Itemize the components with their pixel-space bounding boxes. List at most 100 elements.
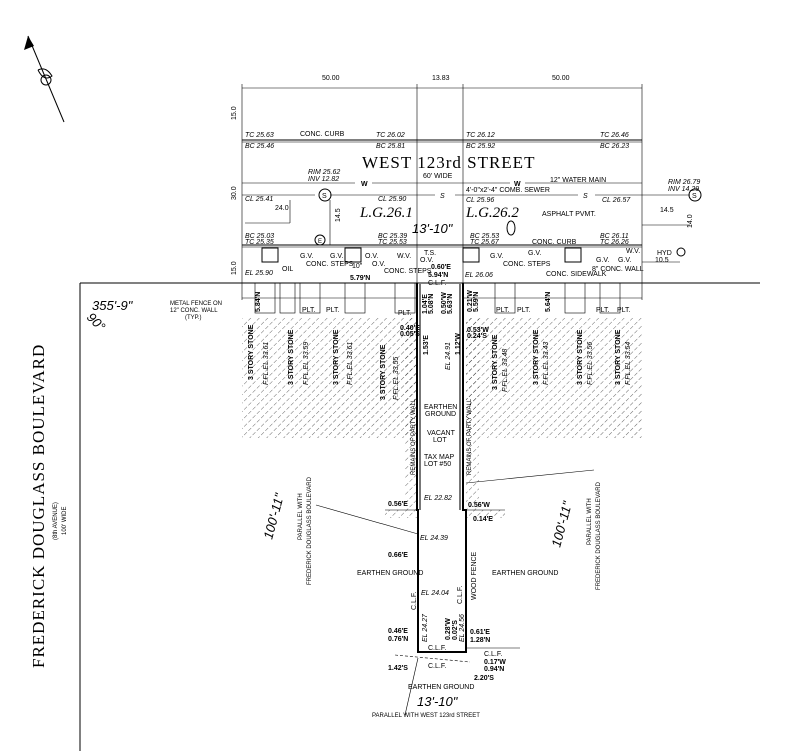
drawing-label: PLT. — [517, 307, 531, 314]
building-labels: 3 STORY STONE F.FL.EL 33.61 3 STORY STON… — [248, 324, 632, 400]
drawing-label: PARALLEL WITH WEST 123rd STREET — [372, 713, 480, 719]
drawing-label: PLT. — [496, 307, 510, 314]
drawing-label: CONC. CURB — [532, 239, 577, 246]
drawing-label: 0.50'W — [441, 292, 448, 314]
drawing-label: 0.02'S — [452, 620, 459, 640]
drawing-label: 0.61'E — [470, 629, 490, 636]
drawing-label: 10" — [352, 263, 363, 270]
drawing-label: 355'-9" — [92, 298, 134, 313]
drawing-label: 3 STORY STONE — [492, 334, 499, 390]
drawing-label: REMAINS OF PARTY WALL — [467, 398, 473, 475]
drawing-label: METAL FENCE ON — [170, 301, 222, 307]
drawing-label: 1.12'W — [455, 333, 462, 355]
drawing-label: CONC. STEPS — [503, 261, 551, 268]
drawing-label: BC 25.03 — [245, 233, 274, 240]
drawing-label: RIM 26.79 — [668, 179, 700, 186]
drawing-label: C.L.F. — [457, 586, 464, 604]
drawing-label: F.FL.EL 33.48 — [502, 349, 509, 392]
drawing-label: PARALLEL WITH — [587, 498, 593, 545]
drawing-label: G.V. — [300, 253, 313, 260]
drawing-label: F.FL.EL 33.54 — [625, 342, 632, 385]
drawing-label: W — [361, 181, 368, 188]
drawing-label: VACANT — [427, 430, 456, 437]
drawing-label: CONC. STEPS — [306, 261, 354, 268]
drawing-label: 0.14'E — [473, 516, 493, 523]
drawing-label: WOOD FENCE — [471, 551, 478, 600]
drawing-label: BC 25.46 — [245, 143, 274, 150]
drawing-label: O.V. — [365, 253, 378, 260]
drawing-label: 60' WIDE — [423, 173, 453, 180]
drawing-label: 4'-0"x2'-4" COMB. SEWER — [466, 187, 550, 194]
drawing-label: PLT. — [617, 307, 631, 314]
drawing-label: 0.28'W — [445, 618, 452, 640]
drawing-label: S — [692, 193, 697, 200]
drawing-label: TC 25.63 — [245, 132, 274, 139]
drawing-label: PLT. — [398, 310, 412, 317]
drawing-label: CL 25.41 — [245, 196, 273, 203]
drawing-label: BC 25.53 — [470, 233, 499, 240]
drawing-label: F.FL.EL 33.56 — [587, 342, 594, 385]
avenue-name: FREDERICK DOUGLASS BOULEVARD — [29, 344, 48, 668]
drawing-label: 3 STORY STONE — [380, 344, 387, 400]
drawing-label: F.FL.EL 33.59 — [303, 342, 310, 385]
drawing-label: EL 24.91 — [445, 342, 452, 370]
drawing-label: BC 25.39 — [378, 233, 407, 240]
drawing-label: G.V. — [528, 250, 541, 257]
drawing-label: F.FL.EL 33.55 — [393, 357, 400, 400]
drawing-label: TAX MAP — [424, 454, 455, 461]
drawing-label: 13.83 — [432, 75, 450, 82]
drawing-label: C.L.F. — [428, 280, 446, 287]
plot-labels: PLT.PLT. PLT.PLT. PLT.PLT. PLT. — [302, 307, 631, 317]
drawing-label: EL 24.56 — [459, 614, 466, 642]
drawing-label: 3 STORY STONE — [333, 329, 340, 385]
drawing-label: LOT — [433, 437, 447, 444]
drawing-label: C.L.F. — [484, 651, 502, 658]
drawing-label: EL 22.82 — [424, 495, 452, 502]
drawing-label: 12" CONC. WALL — [170, 308, 218, 314]
drawing-label: F.FL.EL 33.61 — [263, 342, 270, 385]
drawing-label: RIM 25.62 — [308, 169, 340, 176]
drawing-label: G.V. — [618, 257, 631, 264]
drawing-label: CL 25.96 — [466, 197, 494, 204]
drawing-label: E — [318, 239, 322, 245]
drawing-label: 0.94'N — [484, 666, 504, 673]
drawing-label: (TYP.) — [185, 315, 202, 321]
drawing-label: 0.53'W — [467, 327, 489, 334]
drawing-label: REMAINS OF PARTY WALL — [411, 398, 417, 475]
drawing-label: TC 26.02 — [376, 132, 405, 139]
drawing-label: PARALLEL WITH — [298, 493, 304, 540]
drawing-label: EARTHEN GROUND — [492, 570, 558, 577]
drawing-label: 0.56'W — [468, 502, 490, 509]
street-lines — [79, 84, 760, 751]
drawing-label: 50.00 — [552, 75, 570, 82]
drawing-label: ASPHALT PVMT. — [542, 211, 596, 218]
drawing-label: 24.0 — [275, 205, 289, 212]
drawing-label: 5.64'N — [545, 292, 552, 312]
drawing-label: TC 25.53 — [378, 239, 407, 246]
drawing-label: EARTHEN — [424, 404, 457, 411]
hydrant-icon — [676, 247, 686, 257]
drawing-label: 3 STORY STONE — [577, 329, 584, 385]
drawing-label: 90° — [84, 310, 109, 335]
drawing-label: INV 12.82 — [308, 176, 339, 183]
drawing-label: 0.24'S — [467, 333, 487, 340]
drawing-label: 5.84'N — [255, 292, 262, 312]
drawing-label: G.V. — [330, 253, 343, 260]
tree-pits — [261, 247, 582, 263]
drawing-label: EL 24.04 — [421, 590, 449, 597]
drawing-label: 0.76'N — [388, 636, 408, 643]
drawing-label: 5.08'N — [428, 294, 435, 314]
drawing-label: W.V. — [397, 253, 411, 260]
sewer-manhole-icon — [318, 188, 332, 202]
drawing-label: T.S. — [424, 250, 436, 257]
drawing-label: F.FL.EL 33.61 — [347, 342, 354, 385]
subject-lot — [385, 283, 520, 663]
drawing-label: 12" WATER MAIN — [550, 177, 606, 184]
drawing-label: 5.59'N — [473, 292, 480, 312]
drawing-label: 1.28'N — [470, 637, 490, 644]
drawing-label: BC 26.11 — [600, 233, 629, 240]
drawing-label: 3 STORY STONE — [533, 329, 540, 385]
drawing-label: 13'-10" — [417, 694, 459, 709]
drawing-label: INV 14.29 — [668, 186, 699, 193]
drawing-label: 10.5 — [655, 257, 669, 264]
